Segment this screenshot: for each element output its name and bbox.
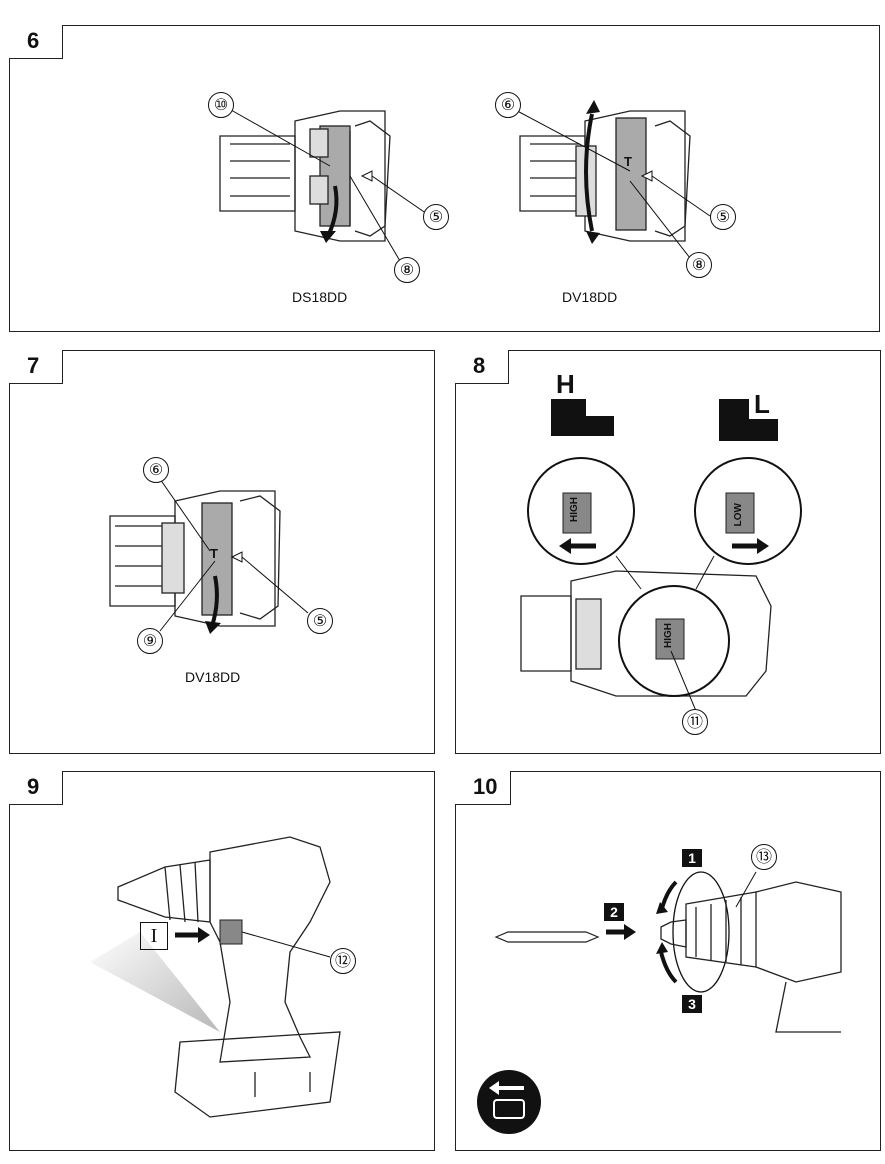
callout-12: ⑫ bbox=[330, 948, 356, 974]
callout-9: ⑨ bbox=[137, 628, 163, 654]
panel-7-illustration: T bbox=[109, 478, 309, 634]
step-3-badge: 3 bbox=[682, 995, 702, 1013]
panel-9-number: 9 bbox=[9, 771, 63, 805]
caption-dv18dd: DV18DD bbox=[185, 669, 241, 685]
panel-9: 9 I ⑫ bbox=[9, 771, 435, 1151]
caption-dv18dd: DV18DD bbox=[562, 289, 618, 305]
callout-8: ⑧ bbox=[394, 257, 420, 283]
svg-text:T: T bbox=[624, 154, 632, 169]
panel-8: 8 H L HIGH LOW HIGH ⑪ bbox=[455, 350, 881, 754]
callout-8-right: ⑧ bbox=[686, 252, 712, 278]
callout-10: ⑩ bbox=[208, 92, 234, 118]
step-1-badge: 1 bbox=[682, 849, 702, 867]
case-return-icon bbox=[477, 1070, 541, 1134]
panel-6: 6 T bbox=[9, 25, 880, 332]
panel-10-number: 10 bbox=[455, 771, 511, 805]
switch-high-label: HIGH bbox=[569, 497, 580, 522]
panel-10-illustration bbox=[477, 871, 842, 1134]
caption-ds18dd: DS18DD bbox=[292, 289, 348, 305]
bit-icon bbox=[494, 931, 600, 943]
panel-8-illustration bbox=[520, 399, 802, 712]
callout-6: ⑥ bbox=[143, 457, 169, 483]
panel-10: 10 1 2 3 ⑬ bbox=[455, 771, 881, 1151]
drill-diagram-icon bbox=[219, 110, 391, 242]
callout-5-right: ⑤ bbox=[710, 204, 736, 230]
label-high: H bbox=[556, 369, 575, 399]
panel-8-number: 8 bbox=[455, 350, 509, 384]
callout-6: ⑥ bbox=[495, 92, 521, 118]
step-2-badge: 2 bbox=[604, 903, 624, 921]
switch-low-label: LOW bbox=[733, 503, 744, 527]
trigger-symbol: I bbox=[140, 922, 168, 950]
label-low: L bbox=[754, 389, 770, 419]
callout-5: ⑤ bbox=[423, 204, 449, 230]
callout-11: ⑪ bbox=[682, 709, 708, 735]
callout-5: ⑤ bbox=[307, 608, 333, 634]
panel-7-number: 7 bbox=[9, 350, 63, 384]
switch-high-label-main: HIGH bbox=[663, 623, 674, 648]
panel-7: 7 T ⑥ ⑤ ⑨ DV18DD bbox=[9, 350, 435, 754]
callout-13: ⑬ bbox=[751, 844, 777, 870]
panel-9-illustration bbox=[90, 836, 341, 1118]
panel-6-illustration: T bbox=[219, 100, 711, 262]
panel-6-number: 6 bbox=[9, 25, 63, 59]
svg-text:T: T bbox=[210, 546, 218, 561]
